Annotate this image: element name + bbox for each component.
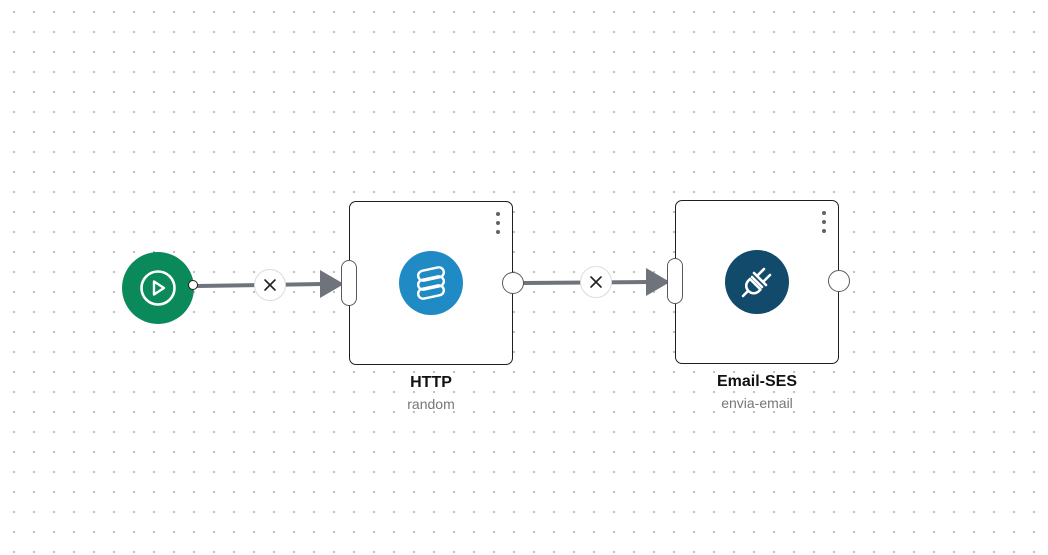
- edge-delete-button[interactable]: [580, 266, 612, 298]
- play-icon: [140, 270, 176, 306]
- close-icon: [590, 276, 602, 288]
- more-vertical-icon[interactable]: [820, 211, 828, 233]
- node-subtitle-http: random: [407, 396, 455, 412]
- email-ses-node-icon: [725, 250, 789, 314]
- trigger-output-handle[interactable]: [188, 280, 198, 290]
- close-icon: [264, 279, 276, 291]
- more-vertical-icon[interactable]: [494, 212, 502, 234]
- node-title-email-ses: Email-SES: [716, 373, 798, 390]
- node-http[interactable]: [349, 201, 513, 365]
- node-subtitle-email-ses: envia-email: [721, 395, 793, 411]
- node-email-ses[interactable]: [675, 200, 839, 364]
- plug-icon: [741, 267, 772, 298]
- node-title-http: HTTP: [410, 374, 452, 391]
- http-output-handle[interactable]: [502, 272, 524, 294]
- http-input-handle[interactable]: [341, 260, 357, 306]
- http-node-icon: [399, 251, 463, 315]
- edge-arrowhead-email: [646, 268, 670, 296]
- edge-delete-button[interactable]: [254, 269, 286, 301]
- email-ses-input-handle[interactable]: [667, 258, 683, 304]
- email-ses-output-handle[interactable]: [828, 270, 850, 292]
- layers-icon: [416, 266, 446, 300]
- trigger-node[interactable]: [122, 252, 194, 324]
- edge-arrowhead-http: [320, 270, 344, 298]
